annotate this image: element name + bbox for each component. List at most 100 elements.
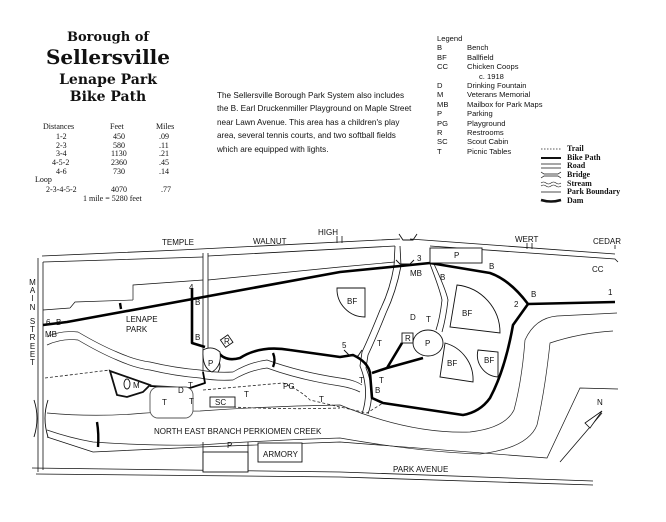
dam-symbol-icon [540, 198, 562, 203]
street-label-main: MAIN [29, 278, 36, 312]
street-label-wert: WERT [515, 235, 539, 244]
symbol-label: Park Boundary [567, 187, 621, 197]
picnic-table-label: T [244, 390, 249, 399]
segment: 4-5-2 [52, 158, 70, 168]
ballfield-small [477, 349, 499, 378]
road-top-north [41, 238, 616, 257]
bench-label: B [195, 333, 200, 342]
park-boundary [42, 261, 619, 459]
legend-code: BF [437, 52, 447, 62]
scout-cabin [209, 396, 236, 408]
miles: .77 [161, 185, 171, 195]
legend-item: c. 1918 [437, 72, 504, 81]
bridge-icon [33, 399, 49, 438]
stream-tributary-south-bank [46, 339, 361, 393]
feet: 450 [113, 132, 125, 141]
park-boundary-symbol-icon [541, 192, 561, 193]
segment: 3-4 [56, 149, 67, 159]
road-park-avenue [31, 467, 594, 486]
ballfield-south [439, 342, 474, 383]
park-description: The Sellersville Borough Park System als… [217, 91, 412, 154]
legend-title: Legend [437, 34, 463, 43]
bench-label: B [440, 273, 445, 282]
armory-label: ARMORY [263, 450, 299, 459]
title-borough: Borough of [67, 30, 149, 45]
bench-label: B [489, 262, 494, 271]
creek-south-bank [46, 330, 614, 455]
header-feet: Feet [110, 122, 124, 131]
ballfield-label: BF [462, 309, 472, 318]
miles: .45 [159, 158, 169, 168]
picnic-table-label: T [359, 376, 364, 385]
trail-playground [202, 382, 384, 414]
street-label-walnut: WALNUT [253, 237, 287, 246]
miles: .14 [159, 166, 169, 176]
bridge-symbol-icon [540, 171, 562, 179]
picnic-table-label: T [426, 315, 431, 324]
picnic-table-label: T [377, 339, 382, 348]
symbol-label: Dam [567, 196, 584, 206]
street-ticks [336, 236, 616, 249]
loop-label: Loop [35, 175, 52, 185]
ballfield-label: BF [347, 297, 357, 306]
road-top-south [42, 245, 619, 263]
legend-code: MB [437, 99, 449, 109]
stream-tributary-north-bank [46, 331, 363, 386]
dams [95, 302, 276, 448]
legend-item: D Drinking Fountain [437, 80, 527, 90]
segment: 1-2 [56, 132, 67, 141]
picnic-table-label: T [319, 395, 324, 404]
restrooms-building [401, 332, 414, 344]
creek-label: NORTH EAST BRANCH PERKIOMEN CREEK [154, 427, 322, 436]
bike-path [42, 261, 616, 417]
feet: 1130 [111, 149, 127, 159]
parking-lot-west [202, 347, 221, 373]
roads [31, 236, 619, 486]
trail-west [44, 369, 111, 379]
restrooms-building-west [219, 334, 234, 349]
dam-icon [95, 421, 100, 448]
road-high-to-creek [359, 245, 402, 415]
legend-desc: c. 1918 [479, 71, 504, 81]
trails [44, 369, 384, 414]
ballfield-label: BF [484, 356, 494, 365]
streams [46, 312, 618, 455]
header-distances: Distances [43, 122, 75, 131]
memorial-monument [123, 378, 131, 390]
bridge-icon [395, 233, 418, 265]
legend-desc: Ballfield [467, 52, 494, 62]
parking-label: P [454, 251, 459, 260]
picnic-table-label: T [162, 398, 167, 407]
memorial-label: M [133, 381, 140, 390]
picnic-table-label: T [188, 381, 193, 390]
drinking-fountain-label: D [178, 386, 184, 395]
legend-code: PG [437, 118, 448, 128]
legend-desc: Drinking Fountain [467, 80, 527, 90]
creek-north-bank [46, 312, 618, 433]
legend-desc: Playground [467, 118, 506, 128]
street-label-high: HIGH [318, 228, 338, 237]
bench-label: B [375, 386, 380, 395]
restrooms-label: R [224, 337, 230, 346]
legend-code: R [437, 127, 443, 137]
parking-label: P [425, 339, 430, 348]
facilities [108, 247, 501, 473]
mile-conversion-note: 1 mile = 5280 feet [83, 193, 142, 203]
bridge-icon [343, 349, 363, 357]
bridges [33, 233, 418, 438]
feet: 730 [113, 166, 125, 176]
point-4: 4 [189, 283, 194, 292]
legend-code: CC [437, 62, 448, 72]
bike-path-4-to-parking [190, 288, 206, 349]
symbol-label: Bridge [567, 170, 591, 180]
trail-symbol-icon [541, 148, 561, 150]
legend-code: T [437, 146, 442, 156]
point-5: 5 [342, 341, 347, 350]
feet: 580 [113, 140, 125, 150]
legend-code: D [437, 80, 443, 90]
